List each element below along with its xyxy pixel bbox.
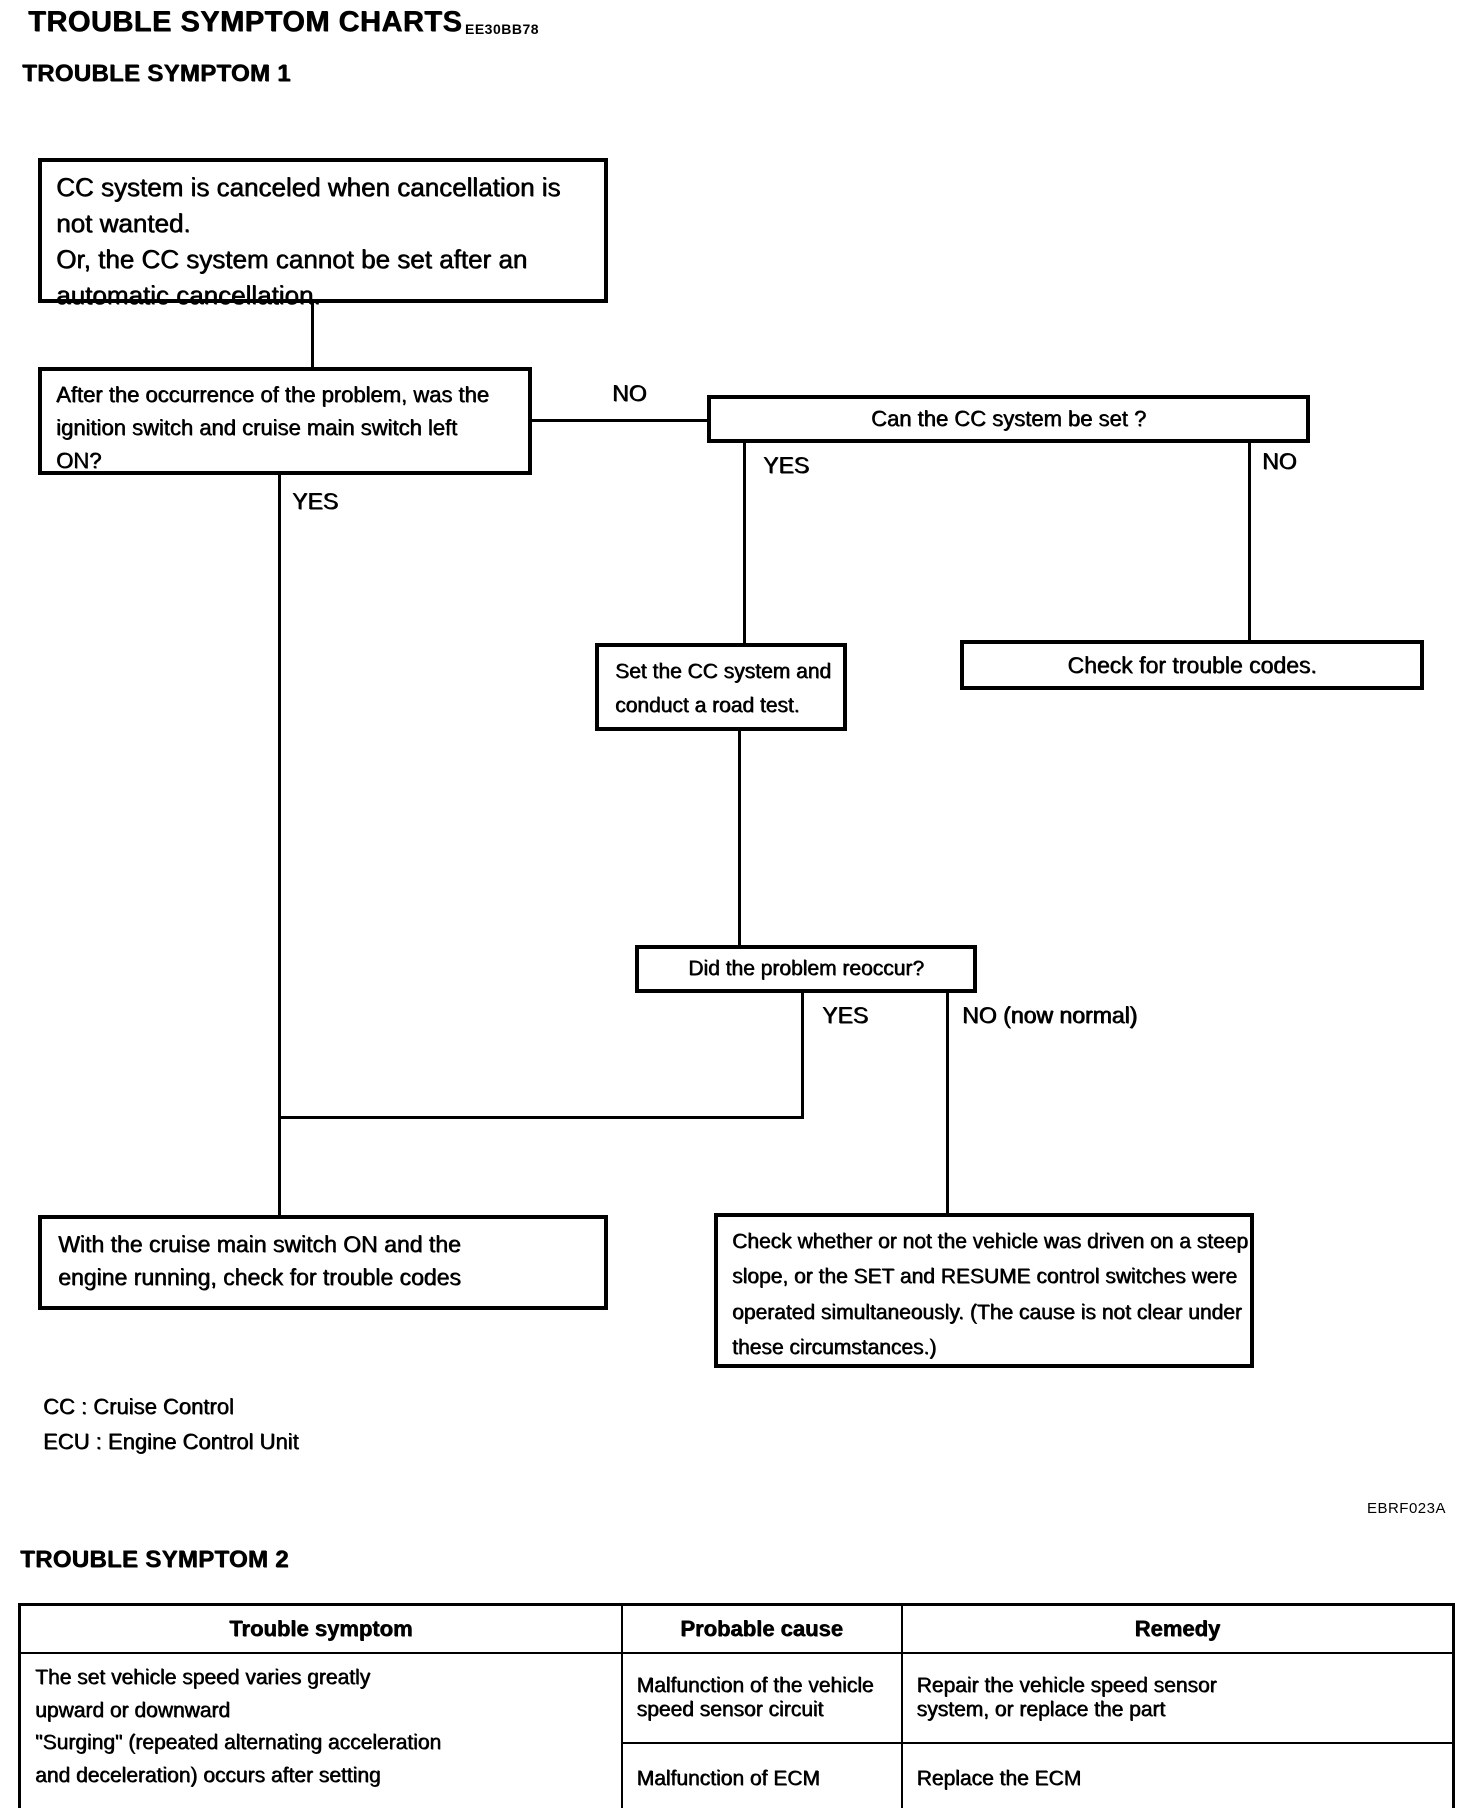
flow-node-action-check-codes-engine-running: With the cruise main switch ON and the e…	[38, 1215, 608, 1310]
legend-cc-definition: CC : Cruise Control	[43, 1394, 234, 1419]
connector-can-set-no-to-check-codes	[1248, 441, 1251, 640]
table-row: The set vehicle speed varies greatly upw…	[18, 1652, 1455, 1808]
page-title: TROUBLE SYMPTOM CHARTS	[28, 6, 463, 38]
cell-remedy-ecm: Replace the ECM	[900, 1742, 1455, 1808]
trouble-symptom-2-table: Trouble symptom Probable cause Remedy Th…	[18, 1603, 1455, 1808]
flow-node-action-check-steep-slope: Check whether or not the vehicle was dri…	[714, 1213, 1254, 1368]
flow-node-question-ignition-switch: After the occurrence of the problem, was…	[38, 367, 532, 475]
connector-reoccur-yes-horizontal	[278, 1116, 804, 1119]
column-header-remedy: Remedy	[900, 1603, 1455, 1654]
connector-start-to-ignition	[311, 301, 314, 367]
branch-label-ignition-no: NO	[612, 380, 647, 406]
flow-node-action-check-trouble-codes: Check for trouble codes.	[960, 640, 1424, 690]
legend-ecu-definition: ECU : Engine Control Unit	[43, 1429, 299, 1454]
cell-trouble-symptom: The set vehicle speed varies greatly upw…	[18, 1652, 623, 1808]
column-header-probable-cause: Probable cause	[620, 1603, 903, 1654]
table-row: Malfunction of ECM Replace the ECM	[20, 1742, 1455, 1808]
cell-remedy-speed-sensor: Repair the vehicle speed sensor system, …	[900, 1652, 1455, 1744]
branch-label-ignition-yes: YES	[292, 488, 339, 514]
branch-label-reoccur-no: NO (now normal)	[962, 1002, 1138, 1028]
connector-reoccur-yes-vertical	[801, 991, 804, 1119]
page-title-code: EE30BB78	[465, 21, 540, 37]
connector-reoccur-no-vertical	[946, 991, 949, 1215]
figure-reference-code: EBRF023A	[1366, 1500, 1446, 1517]
flow-node-symptom-start: CC system is canceled when cancellation …	[38, 158, 608, 310]
connector-ignition-no-to-can-set	[530, 419, 707, 422]
column-header-trouble-symptom: Trouble symptom	[18, 1603, 623, 1654]
flow-node-question-problem-reoccur: Did the problem reoccur?	[635, 945, 977, 993]
connector-can-set-yes-to-road-test	[743, 441, 746, 643]
branch-label-reoccur-yes: YES	[822, 1002, 869, 1028]
flow-node-question-can-set: Can the CC system be set ?	[707, 395, 1310, 443]
connector-road-test-to-reoccur	[738, 729, 741, 945]
branch-label-can-set-no: NO	[1262, 448, 1297, 474]
table-header-row: Trouble symptom Probable cause Remedy	[18, 1603, 1455, 1654]
flow-node-action-road-test: Set the CC system and conduct a road tes…	[595, 643, 847, 731]
section2-heading: TROUBLE SYMPTOM 2	[20, 1546, 289, 1573]
connector-ignition-yes-vertical	[278, 473, 281, 1215]
section1-heading: TROUBLE SYMPTOM 1	[22, 60, 291, 87]
cell-probable-cause-speed-sensor: Malfunction of the vehicle speed sensor …	[620, 1652, 903, 1744]
cell-probable-cause-ecm: Malfunction of ECM	[620, 1742, 903, 1808]
branch-label-can-set-yes: YES	[763, 452, 810, 478]
